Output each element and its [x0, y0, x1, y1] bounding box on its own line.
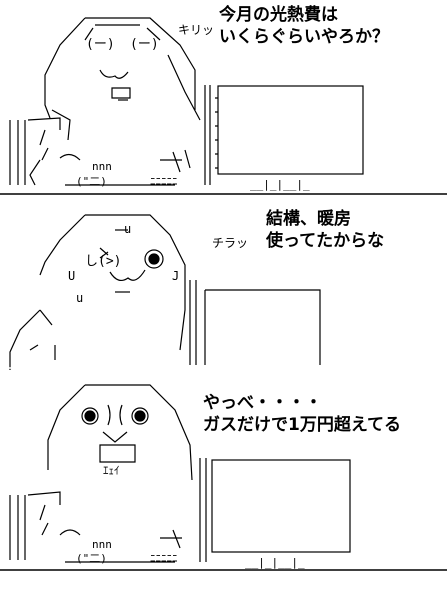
mark-shi: し [85, 254, 98, 269]
sfx-kiri: キリッ [178, 23, 215, 37]
tray-label: nnn [92, 160, 112, 173]
floor-text-3: __|_|__|_ [245, 556, 305, 569]
panel-2-artwork: U J u u し (>) [0, 214, 447, 370]
floor-text: __|_|__|_ [250, 178, 310, 191]
eye-left-text: (ー) [86, 37, 115, 52]
mark-u-body: u [76, 291, 83, 305]
sfx-chira: チラッ [212, 236, 249, 250]
tray-label-3: nnn [92, 538, 112, 551]
panel-2: U J u u し (>) チラッ 結構、暖房 使ってたからな [0, 200, 447, 370]
caption-3-line-1: やっべ・・・・ [203, 393, 322, 413]
mark-u-left: U [68, 269, 75, 283]
caption-2: 結構、暖房 使ってたからな [266, 208, 384, 252]
panel-3: ｴｪｲ nnn ("二) ﾆﾆﾆﾆﾆ __|_|__|_ やっべ・・・・ ガスだ… [0, 370, 447, 593]
caption-1: 今月の光熱費は いくらぐらいやろか？ [219, 4, 389, 48]
caption-3-line-2: ガスだけで1万円超えてる [203, 415, 401, 435]
mouth-text: ("二) [76, 175, 107, 188]
tally-text-3: ﾆﾆﾆﾆﾆ [150, 552, 178, 565]
eye-left-text: (>) [98, 254, 121, 269]
mark-j-right: J [172, 269, 179, 283]
mark-u-top: u [124, 222, 131, 236]
caption-3: やっべ・・・・ ガスだけで1万円超えてる [203, 392, 401, 436]
caption-2-line-2: 使ってたからな [266, 231, 385, 251]
eye-right-text: (ー) [130, 37, 159, 52]
caption-2-line-1: 結構、暖房 [266, 209, 351, 229]
mouth-text-3: ｴｪｲ [103, 464, 120, 477]
panel-1-artwork: (ー) (ー) nnn ("二) ﾆﾆﾆﾆﾆ __|_|__|_ [0, 17, 447, 195]
caption-1-line-2: いくらぐらいやろか？ [219, 27, 389, 47]
panel-3-artwork: ｴｪｲ nnn ("二) ﾆﾆﾆﾆﾆ __|_|__|_ [0, 384, 447, 571]
mouth-text-bottom: ("二) [76, 552, 107, 565]
caption-1-line-1: 今月の光熱費は [219, 5, 338, 25]
tally-text: ﾆﾆﾆﾆﾆ [150, 175, 178, 188]
panel-1: (ー) (ー) nnn ("二) ﾆﾆﾆﾆﾆ __|_|__|_ キリッ 今月の… [0, 0, 447, 200]
